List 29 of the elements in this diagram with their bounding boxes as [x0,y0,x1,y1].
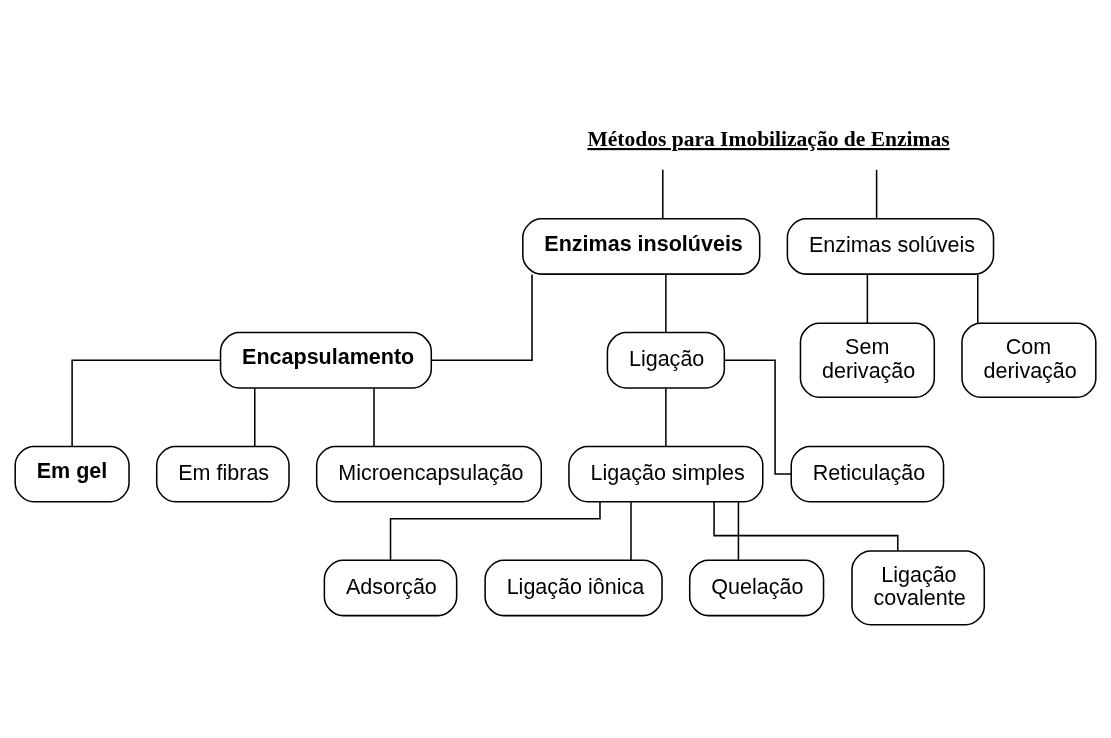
node-text: Métodos para Imobilização de Enzimas [587,126,950,151]
connector [977,273,979,324]
node-box: Microencapsulação [315,445,543,503]
node-box: Adsorção [323,558,458,616]
node-box: Quelação [688,558,825,616]
connector [866,273,869,324]
node-box: Em fibras [155,445,290,503]
node-box: Ligação covalente [851,549,986,626]
connector [662,168,664,219]
connector [630,500,632,561]
node-box: Ligação simples [568,445,764,503]
node-box: Sem derivação [799,322,936,398]
connector [389,500,601,561]
connector [875,168,878,219]
connector [430,273,533,361]
node-box: Enzimas solúveis [786,217,995,275]
connector [373,387,375,447]
node-box: Com derivação [961,322,1097,398]
connector [71,359,222,447]
connector [737,500,740,561]
node-box: Reticulação [790,445,945,503]
node-box: Ligação iônica [484,558,663,616]
node-box: Enzimas insolúveis [522,217,761,275]
connector [665,387,667,447]
node-box: Em gel [14,445,130,503]
connector [665,273,667,333]
connector [254,387,256,447]
node-box: Encapsulamento [219,331,433,389]
node-box: Ligação [606,331,726,389]
